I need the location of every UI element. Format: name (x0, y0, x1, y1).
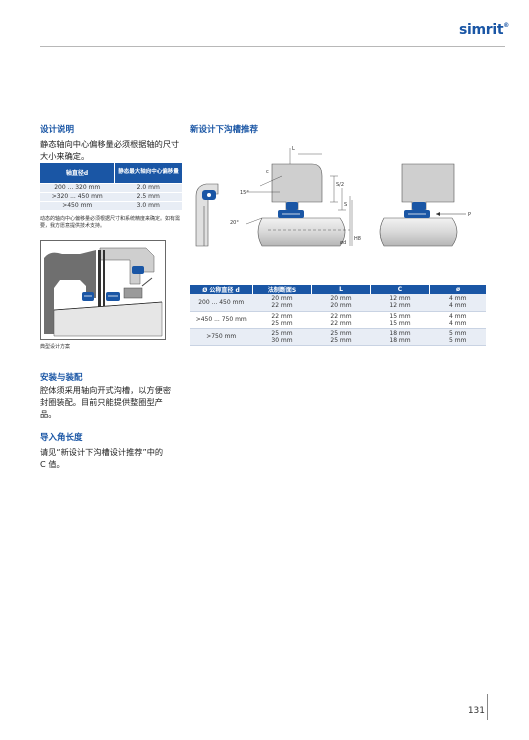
table-cell: >450 mm (40, 200, 115, 210)
section-title-chamfer: 导入角长度 (40, 433, 83, 443)
dim-label-15deg: 15° (240, 190, 249, 196)
table-cell: 4 mm (449, 295, 467, 303)
offset-note: 动态的轴向中心偏移量必须根据尺寸和系统精度来确定。如有需要，我方愿意提供技术支持… (40, 216, 181, 229)
groove-design-diagram: c 15° 20° S/2 S L H8 ød P (195, 146, 471, 247)
table-row: >320 ... 450 mm 2.5 mm (40, 191, 182, 201)
dim-label-20deg: 20° (230, 220, 239, 226)
groove-table: Ø 公称直径 d 法制断面S L C ø 200 ... 450 mm 20 m… (190, 285, 486, 346)
table-cell: 200 ... 320 mm (40, 182, 115, 192)
table-cell: 2.5 mm (114, 191, 182, 201)
dim-label-l: L (292, 146, 295, 152)
table-cell: 20 mm (271, 295, 293, 303)
table-cell: 22 mm (271, 302, 293, 310)
table-cell: 200 ... 450 mm (190, 294, 253, 312)
table-cell: 22 mm (330, 312, 352, 320)
table-cell: >750 mm (190, 328, 253, 346)
table-cell: 25 mm (330, 336, 352, 344)
dim-label-d: ød (340, 240, 346, 246)
table-cell: 4 mm (449, 319, 467, 327)
table-cell: 5 mm (449, 336, 467, 344)
groove-table-header-l: L (311, 285, 371, 294)
figure-caption: 典型设计方案 (40, 344, 71, 350)
groove-table-header-d: Ø 公称直径 d (190, 285, 253, 294)
table-cell: 12 mm (389, 295, 411, 303)
table-cell: 2.0 mm (114, 182, 182, 192)
section-title-groove: 新设计下沟槽推荐 (190, 125, 259, 135)
offset-table-header-d: 轴直径d (40, 163, 115, 183)
page-number-bar (487, 694, 488, 720)
brand-mark: ® (503, 22, 509, 29)
dim-label-h8: H8 (354, 236, 361, 242)
table-cell: 15 mm (389, 319, 411, 327)
table-cell: 12 mm (389, 302, 411, 310)
table-cell: 5 mm (449, 329, 467, 337)
offset-table: 轴直径d 静态最大轴向中心偏移量 200 ... 320 mm 2.0 mm >… (40, 163, 182, 210)
table-cell: 3.0 mm (114, 200, 182, 210)
offset-table-header-offset: 静态最大轴向中心偏移量 (114, 163, 182, 183)
table-cell: 18 mm (389, 329, 411, 337)
chamfer-text: 请见“新设计下沟槽设计推荐”中的 C 值。 (40, 447, 164, 469)
table-cell: 25 mm (271, 329, 293, 337)
table-row: 200 ... 320 mm 2.0 mm (40, 182, 182, 192)
typical-design-figure (40, 240, 166, 340)
header-rule (40, 46, 505, 47)
table-cell: 22 mm (330, 319, 352, 327)
section-title-design: 设计说明 (40, 125, 75, 135)
page-number: 131 (467, 706, 485, 716)
table-cell: >320 ... 450 mm (40, 191, 115, 201)
table-row: >450 mm 3.0 mm (40, 200, 182, 210)
dim-label-p: P (468, 212, 471, 218)
table-cell: 22 mm (271, 312, 293, 320)
table-cell: 20 mm (330, 302, 352, 310)
dim-label-s: S (344, 202, 347, 208)
table-cell: 25 mm (271, 319, 293, 327)
table-cell: 30 mm (271, 336, 293, 344)
table-cell: 4 mm (449, 312, 467, 320)
groove-table-header-o: ø (429, 285, 486, 294)
table-cell: 18 mm (389, 336, 411, 344)
table-cell: 20 mm (330, 295, 352, 303)
table-cell: 4 mm (449, 302, 467, 310)
groove-table-header-c: C (370, 285, 430, 294)
section-title-installation: 安装与装配 (40, 373, 83, 383)
brand-name: simrit (458, 22, 504, 38)
installation-text: 腔体须采用轴向开式沟槽，以方便密封圈装配。目前只能提供整圈型产品。 (40, 385, 172, 419)
dim-label-c: c (266, 169, 269, 175)
dim-label-s2: S/2 (336, 182, 344, 188)
groove-table-header-s: 法制断面S (252, 285, 312, 294)
table-cell: 25 mm (330, 329, 352, 337)
table-cell: 15 mm (389, 312, 411, 320)
simrit-logo: simrit® (459, 22, 509, 38)
table-cell: >450 ... 750 mm (190, 311, 253, 329)
design-text: 静态轴向中心偏移量必须根据轴的尺寸大小来确定。 (40, 139, 180, 161)
